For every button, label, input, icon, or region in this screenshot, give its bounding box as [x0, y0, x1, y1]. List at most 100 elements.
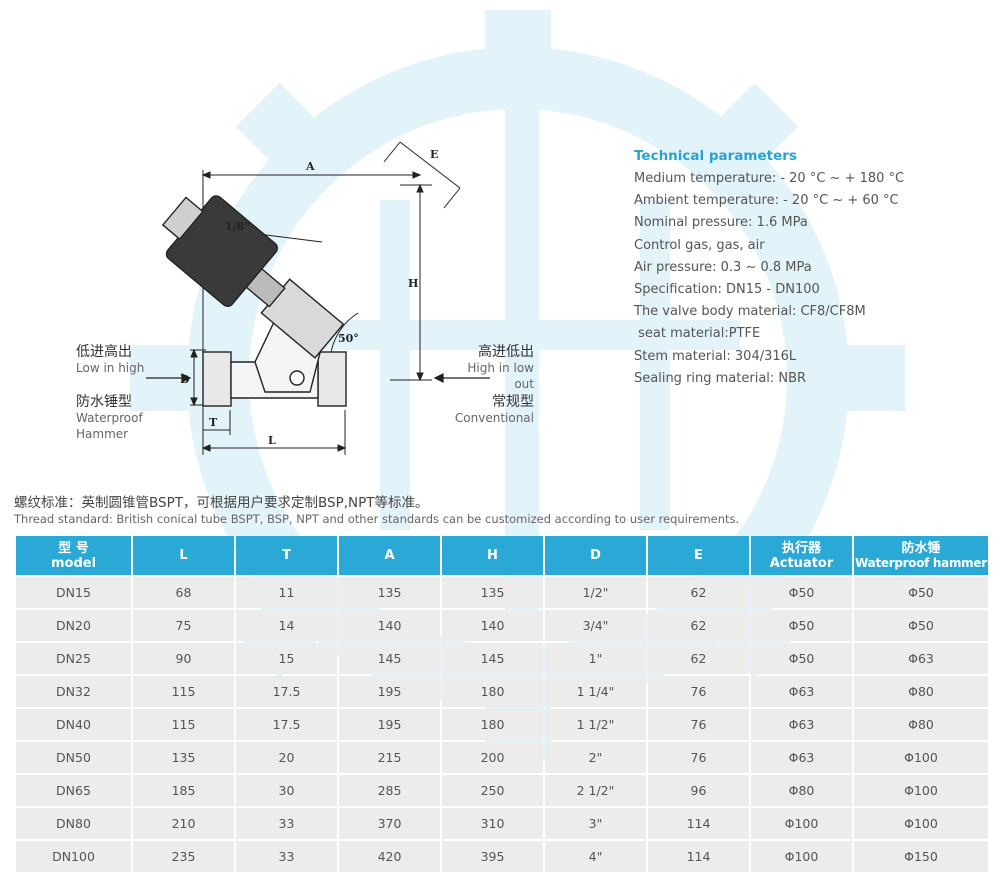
header-line1: L: [179, 548, 188, 563]
table-cell: DN32: [16, 676, 131, 707]
left-flow-label: 低进高出 Low in high: [76, 344, 144, 376]
table-cell: Φ100: [751, 841, 852, 872]
table-cell: 15: [236, 643, 337, 674]
table-cell: 4": [545, 841, 646, 872]
table-cell: 145: [442, 643, 543, 674]
table-cell: 180: [442, 709, 543, 740]
header-line2: model: [50, 555, 97, 571]
table-cell: 62: [648, 643, 749, 674]
table-cell: 76: [648, 709, 749, 740]
right-type-cn: 常规型: [492, 394, 534, 410]
param-item: Medium temperature: - 20 °C ~ + 180 °C: [634, 171, 905, 186]
column-header-h: H: [442, 536, 543, 575]
table-cell: 200: [442, 742, 543, 773]
table-cell: 1 1/2": [545, 709, 646, 740]
table-cell: 180: [442, 676, 543, 707]
table-cell: 285: [339, 775, 440, 806]
table-cell: 114: [648, 841, 749, 872]
param-item: Nominal pressure: 1.6 MPa: [634, 215, 808, 231]
header-line1: E: [694, 548, 703, 563]
table-cell: 185: [133, 775, 234, 806]
table-cell: 33: [236, 841, 337, 872]
technical-parameters: Technical parameters Medium temperature:…: [634, 148, 974, 390]
table-cell: 135: [442, 577, 543, 608]
right-flow-en: High in low out: [467, 361, 534, 391]
table-cell: 76: [648, 742, 749, 773]
tech-title: Technical parameters: [634, 148, 797, 164]
table-cell: 33: [236, 808, 337, 839]
column-header-e: E: [648, 536, 749, 575]
header-line2: Actuator: [769, 555, 834, 571]
right-type-label: 常规型 Conventional: [452, 394, 534, 426]
column-header-l: L: [133, 536, 234, 575]
table-cell: DN65: [16, 775, 131, 806]
column-header-t: T: [236, 536, 337, 575]
table-cell: 1 1/4": [545, 676, 646, 707]
table-cell: DN50: [16, 742, 131, 773]
thread-standard-cn: 螺纹标准：英制圆锥管BSPT，可根据用户要求定制BSP,NPT等标准。: [14, 495, 429, 511]
param-item: The valve body material: CF8/CF8M: [634, 304, 866, 320]
table-cell: 20: [236, 742, 337, 773]
table-cell: Φ50: [751, 643, 852, 674]
table-cell: 195: [339, 676, 440, 707]
dim-h-label: H: [408, 277, 418, 290]
table-cell: DN20: [16, 610, 131, 641]
table-cell: 370: [339, 808, 440, 839]
table-cell: 115: [133, 676, 234, 707]
table-cell: 140: [442, 610, 543, 641]
table-cell: 215: [339, 742, 440, 773]
table-cell: 420: [339, 841, 440, 872]
table-cell: Φ50: [854, 610, 988, 641]
table-cell: 145: [339, 643, 440, 674]
table-cell: DN100: [16, 841, 131, 872]
header-line1: 执行器: [781, 540, 821, 556]
dim-l-label: L: [268, 434, 276, 447]
left-type-label: 防水锤型 Waterproof Hammer: [76, 394, 143, 442]
table-cell: 2": [545, 742, 646, 773]
table-cell: Φ50: [751, 577, 852, 608]
table-cell: Φ100: [751, 808, 852, 839]
table-cell: 62: [648, 577, 749, 608]
left-type-cn: 防水锤型: [76, 394, 132, 410]
table-cell: Φ80: [751, 775, 852, 806]
right-type-en: Conventional: [454, 411, 534, 425]
table-cell: 210: [133, 808, 234, 839]
table-cell: Φ100: [854, 775, 988, 806]
param-item: seat material:PTFE: [634, 326, 761, 342]
valve-drawing: A E H 1/8" 50° D T L: [146, 141, 490, 455]
table-cell: Φ100: [854, 808, 988, 839]
table-cell: 1": [545, 643, 646, 674]
table-cell: 195: [339, 709, 440, 740]
table-cell: 235: [133, 841, 234, 872]
table-cell: DN80: [16, 808, 131, 839]
table-cell: 68: [133, 577, 234, 608]
dim-e-label: E: [430, 148, 438, 161]
table-cell: 30: [236, 775, 337, 806]
table-cell: Φ50: [751, 610, 852, 641]
column-header-d: D: [545, 536, 646, 575]
table-cell: Φ63: [751, 742, 852, 773]
header-line1: 防水锤: [901, 540, 941, 556]
column-header-a: A: [339, 536, 440, 575]
table-cell: 2 1/2": [545, 775, 646, 806]
table-cell: 135: [133, 742, 234, 773]
left-type-en1: Waterproof: [76, 411, 143, 425]
right-flow-cn: 高进低出: [478, 344, 534, 360]
table-cell: 75: [133, 610, 234, 641]
thread-standard: 螺纹标准：英制圆锥管BSPT，可根据用户要求定制BSP,NPT等标准。 Thre…: [14, 495, 739, 527]
table-cell: 11: [236, 577, 337, 608]
param-item: Stem material: 304/316L: [634, 348, 797, 364]
left-flow-en: Low in high: [76, 361, 145, 375]
table-cell: Φ50: [854, 577, 988, 608]
table-cell: 114: [648, 808, 749, 839]
